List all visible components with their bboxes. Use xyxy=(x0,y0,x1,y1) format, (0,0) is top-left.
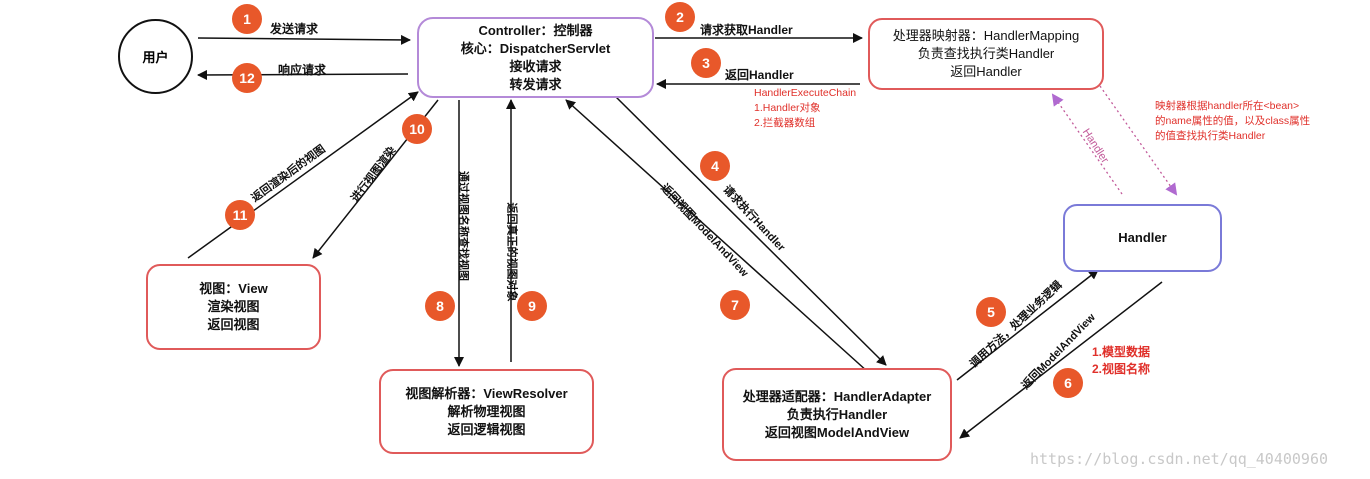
step-badge-3: 3 xyxy=(691,48,721,78)
label-response: 响应请求 xyxy=(278,63,327,77)
view-return: 返回视图 xyxy=(207,317,260,332)
view-resolver-title: 视图解析器：ViewResolver xyxy=(405,385,568,401)
view-resolver-node: 视图解析器：ViewResolver 解析物理视图 返回逻辑视图 xyxy=(379,369,594,454)
label-return-view-obj: 返回真正的视图对象 xyxy=(505,202,518,302)
note-execute-chain: HandlerExecuteChain 1.Handler对象 2.拦截器数组 xyxy=(754,86,856,131)
controller-receive: 接收请求 xyxy=(509,58,562,74)
note-mapping-line2: 的name属性的值，以及class属性 xyxy=(1155,115,1311,127)
note-model-line2: 2.视图名称 xyxy=(1092,362,1151,376)
view-title: 视图：View xyxy=(199,281,268,296)
note-model-line1: 1.模型数据 xyxy=(1092,345,1151,359)
handler-adapter-node: 处理器适配器：HandlerAdapter 负责执行Handler 返回视图Mo… xyxy=(722,368,952,461)
controller-node: Controller：控制器 核心：DispatcherServlet 接收请求… xyxy=(417,17,654,98)
view-render: 渲染视图 xyxy=(207,299,260,314)
arrow-return-mav xyxy=(565,99,869,373)
step-badge-5: 5 xyxy=(976,297,1006,327)
label-find-view: 通过视图名称查找视图 xyxy=(457,171,469,281)
view-resolver-parse: 解析物理视图 xyxy=(447,403,526,419)
handler-node: Handler xyxy=(1063,204,1222,272)
view-node: 视图：View 渲染视图 返回视图 xyxy=(146,264,321,350)
note-mapping-line1: 映射器根据handler所在<bean> xyxy=(1155,100,1300,112)
step-badge-8: 8 xyxy=(425,291,455,321)
handler-label: Handler xyxy=(1118,230,1167,245)
label-return-handler: 返回Handler xyxy=(725,68,794,82)
arrow-execute-handler xyxy=(614,95,887,366)
arrow-return-rendered xyxy=(187,91,419,259)
step-badge-6: 6 xyxy=(1053,368,1083,398)
view-resolver-return: 返回逻辑视图 xyxy=(447,421,526,437)
note-execute-chain-item2: 2.拦截器数组 xyxy=(754,117,816,129)
step-badge-10: 10 xyxy=(402,114,432,144)
handler-adapter-return: 返回视图ModelAndView xyxy=(764,424,910,440)
watermark: https://blog.csdn.net/qq_40400960 xyxy=(1030,450,1329,468)
note-mapping: 映射器根据handler所在<bean> 的name属性的值，以及class属性… xyxy=(1155,99,1310,144)
user-label: 用户 xyxy=(142,50,169,65)
dotted-arrow-to-mapping xyxy=(1051,93,1123,195)
step-badge-11: 11 xyxy=(225,200,255,230)
label-send-request: 发送请求 xyxy=(270,22,319,36)
step-badge-12: 12 xyxy=(232,63,262,93)
note-model: 1.模型数据 2.视图名称 xyxy=(1092,344,1150,378)
step-badge-1: 1 xyxy=(232,4,262,34)
handler-mapping-node: 处理器映射器：HandlerMapping 负责查找执行类Handler 返回H… xyxy=(868,18,1104,90)
handler-adapter-execute: 负责执行Handler xyxy=(786,406,888,422)
label-request-handler: 请求获取Handler xyxy=(700,23,793,37)
handler-mapping-return: 返回Handler xyxy=(950,64,1022,79)
controller-title: Controller：控制器 xyxy=(478,22,593,38)
step-badge-4: 4 xyxy=(700,151,730,181)
arrow-send-request xyxy=(197,34,411,45)
dotted-arrow-to-handler xyxy=(1099,85,1178,196)
handler-mapping-title: 处理器映射器：HandlerMapping xyxy=(892,28,1080,43)
step-badge-9: 9 xyxy=(517,291,547,321)
user-node: 用户 xyxy=(118,19,193,94)
handler-adapter-title: 处理器适配器：HandlerAdapter xyxy=(742,388,932,404)
step-badge-7: 7 xyxy=(720,290,750,320)
note-execute-chain-item1: 1.Handler对象 xyxy=(754,102,821,114)
step-badge-2: 2 xyxy=(665,2,695,32)
note-execute-chain-title: HandlerExecuteChain xyxy=(754,87,857,99)
handler-mapping-desc: 负责查找执行类Handler xyxy=(917,46,1055,61)
note-mapping-line3: 的值查找执行类Handler xyxy=(1155,130,1266,142)
arrow-return-mav-handler xyxy=(959,281,1163,439)
arrow-call-method xyxy=(956,269,1099,381)
controller-forward: 转发请求 xyxy=(509,76,562,92)
controller-core: 核心：DispatcherServlet xyxy=(460,40,611,56)
